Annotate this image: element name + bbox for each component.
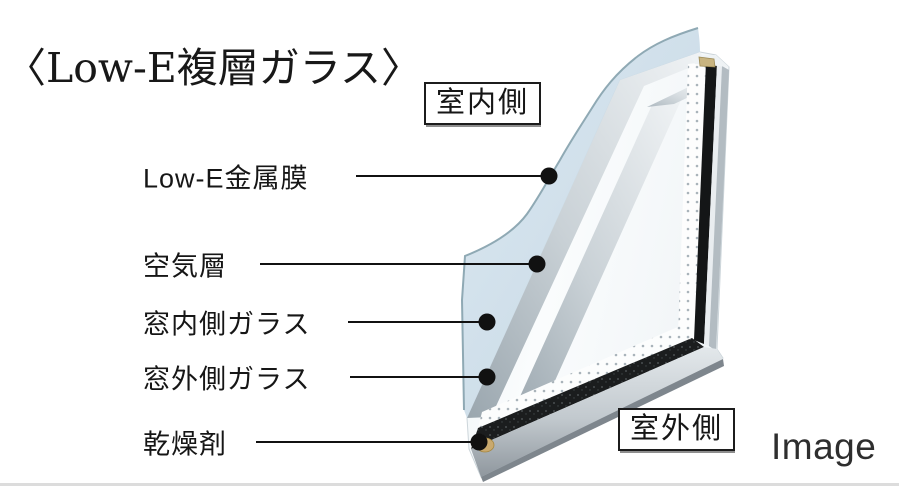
callout-lines xyxy=(256,175,549,443)
indoor-side-badge: 室内側 xyxy=(424,82,542,125)
right-spacer-black xyxy=(694,62,717,344)
bottom-sealant-dots xyxy=(478,326,692,428)
inner-pane-cut-edge xyxy=(467,52,706,418)
callout-dot-inner xyxy=(478,313,496,331)
bottom-divider-line xyxy=(0,483,899,486)
right-edge-outer xyxy=(709,66,729,351)
callout-dot-low-e xyxy=(540,167,558,185)
label-indoor-side-glass: 窓内側ガラス xyxy=(143,309,311,340)
label-air-layer: 空気層 xyxy=(143,251,227,282)
bottom-spacer-black xyxy=(471,338,704,449)
label-desiccant: 乾燥剤 xyxy=(143,429,227,460)
label-outdoor-side-glass: 窓外側ガラス xyxy=(143,364,311,395)
callout-dot-outer xyxy=(478,368,496,386)
image-caption: Image xyxy=(771,426,877,467)
desiccant-top xyxy=(698,56,716,68)
page-title: 〈Low-E複層ガラス〉 xyxy=(5,44,422,92)
right-sealant-dots xyxy=(678,62,706,340)
right-edge-highlight xyxy=(704,64,722,346)
callout-dots xyxy=(470,167,558,451)
bottom-frame-lip xyxy=(481,359,724,482)
callout-dot-desic xyxy=(470,433,488,451)
outer-pane-cut-edge xyxy=(508,98,682,423)
inner-glass-wavy-edge xyxy=(460,27,699,411)
outdoor-side-badge: 室外側 xyxy=(618,408,736,451)
callout-dot-air xyxy=(528,255,546,273)
bottom-frame xyxy=(471,347,723,477)
label-low-e-metal-film: Low-E金属膜 xyxy=(143,163,309,194)
